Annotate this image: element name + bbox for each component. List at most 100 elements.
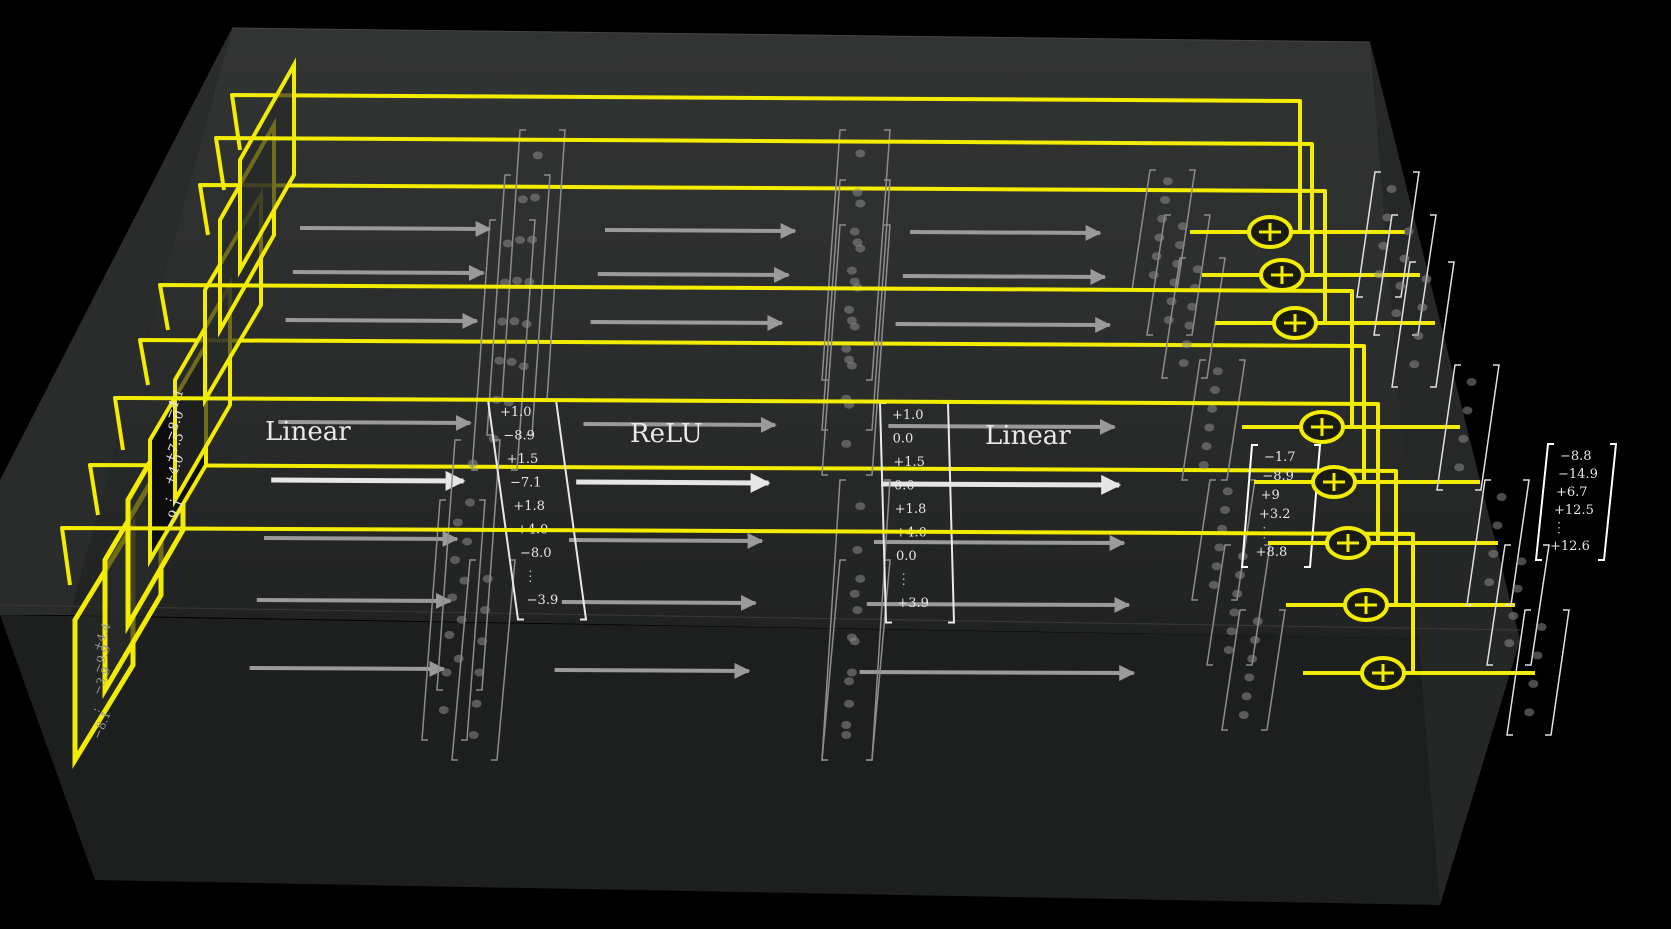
value-dot	[1454, 463, 1465, 472]
value-dot	[844, 677, 855, 686]
value-dot	[444, 631, 455, 639]
value-dot	[1484, 578, 1495, 587]
bracket-left	[1356, 171, 1381, 298]
bracket-left	[1206, 544, 1231, 666]
bracket-left	[436, 439, 461, 691]
value-dot	[1148, 271, 1159, 279]
value-dot	[1528, 679, 1539, 688]
circled-plus-icon	[1311, 465, 1357, 499]
value-dot	[1417, 303, 1428, 312]
value-dot	[1252, 617, 1263, 626]
box-back-face	[70, 28, 1520, 640]
bracket-right	[1505, 479, 1530, 606]
value-dot	[1187, 302, 1198, 311]
value-dot	[855, 244, 866, 253]
value-dot	[841, 731, 852, 739]
bracket-right	[1261, 609, 1286, 731]
box-edge	[0, 604, 1521, 631]
vector-value: ⋮	[897, 572, 911, 588]
bracket-left	[486, 174, 511, 436]
value-dot	[1391, 309, 1402, 318]
value-dot	[1382, 213, 1393, 222]
vector-value: +6.7	[1556, 485, 1588, 500]
value-dot	[527, 235, 538, 244]
bracket-right	[1304, 444, 1322, 568]
right-arrow-icon	[292, 264, 485, 281]
value-dot	[1162, 177, 1173, 186]
value-dot	[438, 706, 449, 714]
value-dot	[450, 556, 460, 564]
bracket-right	[866, 179, 891, 431]
value-dot	[1177, 222, 1188, 231]
vector-value: ⋮	[1552, 520, 1566, 536]
right-arrow-icon	[576, 472, 771, 493]
right-arrow-icon	[881, 474, 1122, 495]
value-dot	[1386, 185, 1397, 194]
right-arrow-icon	[263, 530, 459, 547]
vector-value: 0.0	[896, 549, 917, 564]
bracket-right	[1598, 443, 1618, 561]
vector-value: −7.1	[510, 476, 542, 491]
highlighted-vectors: +4.4−9.9−3.9⋮−8.1−4.1−8.0+7.5+4.0⋮−9.1+1…	[90, 387, 1618, 741]
vector-value: ⋮	[523, 569, 537, 585]
vector-value: +12.5	[1554, 503, 1594, 518]
right-arrow-icon	[249, 660, 446, 677]
vector-value: +9	[1261, 488, 1280, 503]
value-dot	[465, 498, 475, 507]
vector-value: −8.9	[503, 429, 535, 444]
right-arrow-icon	[604, 222, 797, 239]
circled-plus-icon	[1299, 410, 1345, 444]
value-dot	[1413, 331, 1424, 340]
faded-vector	[1161, 257, 1226, 379]
faded-vectors	[421, 129, 1286, 761]
right-arrow-icon	[568, 532, 764, 549]
bracket-left	[1146, 214, 1171, 336]
value-dot	[494, 356, 505, 365]
value-dot	[855, 149, 866, 158]
value-dot	[1172, 259, 1183, 268]
value-dot	[1210, 386, 1220, 394]
value-dot	[447, 593, 458, 602]
faded-vector	[821, 559, 891, 761]
value-dot	[1220, 506, 1230, 514]
value-dot	[1399, 254, 1410, 263]
value-dot	[1192, 265, 1203, 274]
value-dot	[1421, 275, 1432, 284]
box-left-face	[0, 28, 232, 615]
value-dot	[855, 502, 866, 511]
right-arrow-icon	[866, 596, 1131, 613]
output-vector	[1486, 544, 1550, 666]
value-dot	[1466, 378, 1477, 387]
output-vector	[1506, 609, 1570, 736]
output-vectors	[1356, 171, 1570, 736]
bracket-left	[1534, 443, 1554, 561]
right-arrow-icon	[278, 414, 472, 431]
bracket-left	[1391, 261, 1416, 388]
value-dot	[471, 699, 482, 708]
bracket-left	[1373, 214, 1398, 336]
value-dot	[1178, 359, 1189, 367]
value-dot	[441, 668, 452, 677]
value-dot	[1244, 673, 1255, 682]
vector-value: +1.8	[513, 499, 545, 514]
bracket-right	[511, 219, 536, 471]
value-dot	[1235, 571, 1245, 579]
faded-vector	[1181, 359, 1246, 481]
output-vector	[1466, 479, 1530, 606]
right-arrow-icon	[554, 662, 751, 679]
value-dot	[1247, 654, 1258, 663]
layer-label-linear-2: Linear	[985, 421, 1071, 451]
bracket-left	[1221, 609, 1246, 731]
value-dot	[524, 277, 535, 286]
circled-plus-icon	[1247, 215, 1293, 249]
bracket-right	[461, 499, 486, 741]
value-dot	[462, 537, 473, 546]
vector-value: +8.8	[1256, 545, 1288, 560]
flow-arrows	[249, 220, 1136, 681]
vector-value: +1.0	[892, 408, 924, 423]
value-dot	[849, 322, 860, 331]
value-dot	[1217, 524, 1228, 533]
value-dot	[1458, 434, 1469, 443]
